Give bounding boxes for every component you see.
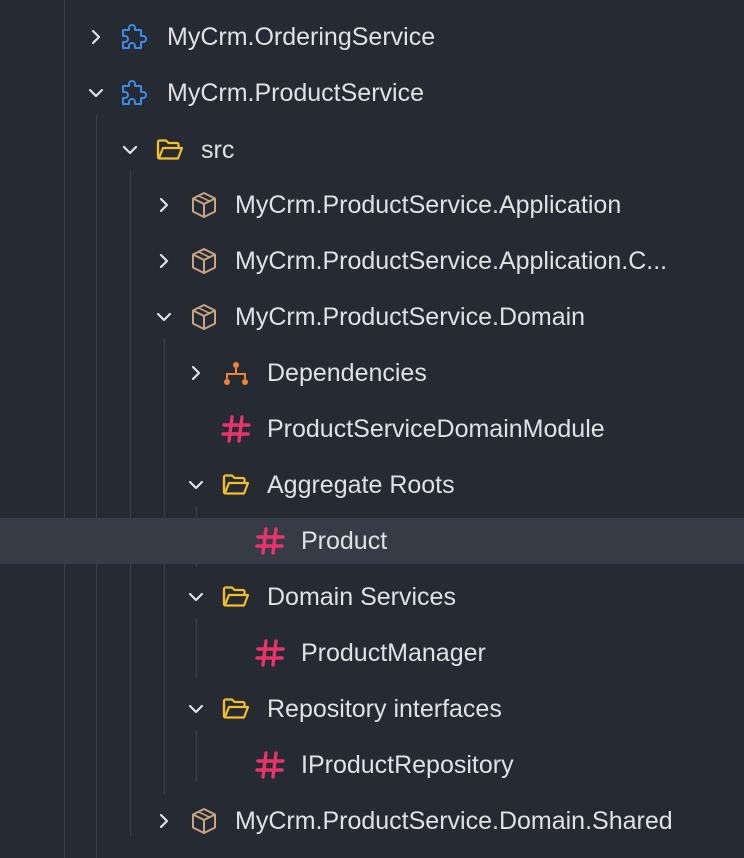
tree-row-product-service[interactable]: MyCrm.ProductService <box>0 70 744 116</box>
chevron-right-icon[interactable] <box>154 811 174 831</box>
chevron-down-icon[interactable] <box>186 587 206 607</box>
tree-row-label: Repository interfaces <box>267 695 502 723</box>
folder-open-icon <box>221 470 251 500</box>
indent-guide <box>196 619 197 679</box>
tree-row-ordering-service[interactable]: MyCrm.OrderingService <box>0 14 744 60</box>
tree-row-label: Domain Services <box>267 583 456 611</box>
tree-row-src[interactable]: src <box>0 127 744 173</box>
project-box-icon <box>189 246 219 276</box>
chevron-down-icon[interactable] <box>186 475 206 495</box>
tree-row-domain-services[interactable]: Domain Services <box>0 574 744 620</box>
indent-guide <box>164 339 165 794</box>
tree-row-label: Product <box>301 527 388 555</box>
indent-guide <box>196 731 197 781</box>
tree-row-label: src <box>201 136 235 164</box>
csharp-file-icon <box>221 414 251 444</box>
tree-row-label: MyCrm.ProductService.Domain.Shared <box>235 807 673 835</box>
folder-open-icon <box>155 135 185 165</box>
project-box-icon <box>189 806 219 836</box>
tree-row-domain-module[interactable]: ProductServiceDomainModule <box>0 406 744 452</box>
tree-row-label: IProductRepository <box>301 751 514 779</box>
dependencies-icon <box>221 358 251 388</box>
tree-row-iproduct-repository[interactable]: IProductRepository <box>0 742 744 788</box>
tree-row-application-contracts[interactable]: MyCrm.ProductService.Application.C... <box>0 238 744 284</box>
chevron-right-icon[interactable] <box>154 195 174 215</box>
tree-row-label: MyCrm.ProductService <box>167 79 424 107</box>
module-puzzle-icon <box>119 22 149 52</box>
csharp-file-icon <box>255 526 285 556</box>
tree-row-domain[interactable]: MyCrm.ProductService.Domain <box>0 294 744 340</box>
tree-row-repository-interfaces[interactable]: Repository interfaces <box>0 686 744 732</box>
chevron-right-icon[interactable] <box>154 251 174 271</box>
chevron-right-icon[interactable] <box>86 27 106 47</box>
project-box-icon <box>189 190 219 220</box>
chevron-right-icon[interactable] <box>186 363 206 383</box>
tree-row-label: MyCrm.ProductService.Domain <box>235 303 586 331</box>
tree-row-product-manager[interactable]: ProductManager <box>0 630 744 676</box>
project-box-icon <box>189 302 219 332</box>
chevron-down-icon[interactable] <box>86 83 106 103</box>
module-puzzle-icon <box>119 78 149 108</box>
tree-row-label: MyCrm.ProductService.Application <box>235 191 622 219</box>
tree-row-dependencies[interactable]: Dependencies <box>0 350 744 396</box>
tree-row-aggregate-roots[interactable]: Aggregate Roots <box>0 462 744 508</box>
tree-row-product[interactable]: Product <box>0 518 744 564</box>
tree-row-label: ProductServiceDomainModule <box>267 415 605 443</box>
indent-guide <box>130 171 131 836</box>
tree-row-label: Aggregate Roots <box>267 471 455 499</box>
tree-row-label: MyCrm.ProductService.Application.C... <box>235 247 668 275</box>
tree-row-application[interactable]: MyCrm.ProductService.Application <box>0 182 744 228</box>
csharp-file-icon <box>255 638 285 668</box>
folder-open-icon <box>221 582 251 612</box>
tree-row-label: MyCrm.OrderingService <box>167 23 436 51</box>
folder-open-icon <box>221 694 251 724</box>
csharp-file-icon <box>255 750 285 780</box>
indent-guide <box>96 115 97 858</box>
indent-guide <box>64 0 65 858</box>
chevron-down-icon[interactable] <box>186 699 206 719</box>
chevron-down-icon[interactable] <box>120 140 140 160</box>
tree-row-label: Dependencies <box>267 359 427 387</box>
tree-row-label: ProductManager <box>301 639 486 667</box>
tree-row-domain-shared[interactable]: MyCrm.ProductService.Domain.Shared <box>0 798 744 844</box>
chevron-down-icon[interactable] <box>154 307 174 327</box>
